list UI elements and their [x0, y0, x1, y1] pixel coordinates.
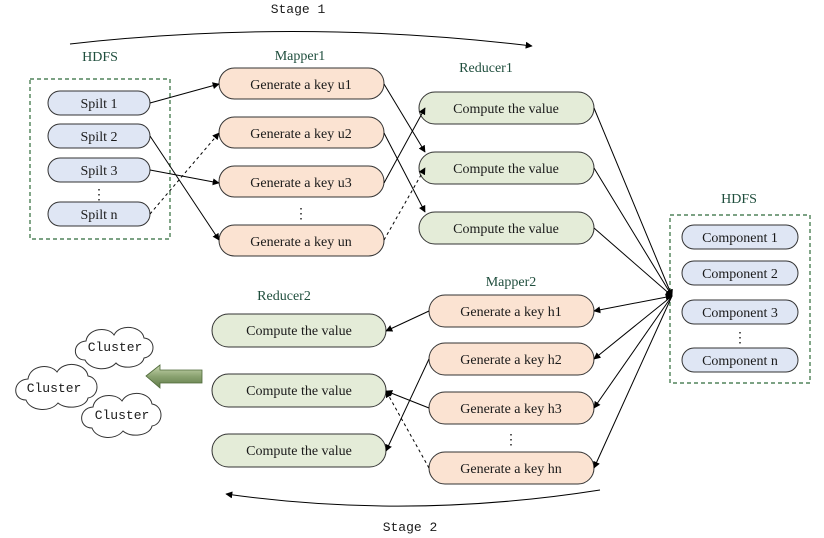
- mapper1-u3-label: Generate a key u3: [250, 176, 351, 191]
- split-1: Spilt 1: [47, 90, 151, 116]
- mapper2-hn-label: Generate a key hn: [460, 462, 561, 477]
- mapper1-u2-label: Generate a key u2: [250, 127, 351, 142]
- reducer2-item-2-label: Compute the value: [246, 384, 352, 399]
- reducer1-item-2-label: Compute the value: [453, 162, 559, 177]
- mapper2-item-h1: Generate a key h1: [428, 294, 595, 328]
- cluster-cloud-3: Cluster: [81, 393, 162, 438]
- stage2-arc: [225, 489, 601, 507]
- component-2-label: Component 2: [702, 267, 778, 282]
- mapper1-item-u1: Generate a key u1: [218, 67, 385, 100]
- mapper1-item-u3: Generate a key u3: [218, 165, 385, 198]
- mapper1-u1-label: Generate a key u1: [250, 78, 351, 93]
- reducer1-item-3: Compute the value: [418, 211, 595, 245]
- component-n-label: Component n: [702, 354, 778, 369]
- split-1-label: Spilt 1: [81, 97, 118, 112]
- cluster-3-label: Cluster: [95, 408, 150, 423]
- reducer2-item-3: Compute the value: [211, 433, 387, 468]
- mapper2-h2-label: Generate a key h2: [460, 353, 561, 368]
- mapper2-h1-label: Generate a key h1: [460, 305, 561, 320]
- split-ellipsis: ⋮: [92, 188, 106, 203]
- mapper2-item-h2: Generate a key h2: [428, 342, 595, 376]
- connectors-stage1: [149, 82, 673, 297]
- output-arrow: [145, 364, 203, 389]
- reducer2-title: Reducer2: [257, 289, 311, 304]
- mapper1-title: Mapper1: [275, 49, 326, 64]
- cluster-cloud-2: Cluster: [15, 364, 98, 410]
- reducer2-item-3-label: Compute the value: [246, 444, 352, 459]
- reducer1-item-2: Compute the value: [418, 151, 595, 185]
- component-3: Component 3: [681, 299, 799, 325]
- stage1-arc: [69, 31, 533, 49]
- connectors-stage2: [385, 293, 673, 469]
- mapper2-item-h3: Generate a key h3: [428, 391, 595, 425]
- component-3-label: Component 3: [702, 306, 778, 321]
- split-n: Spilt n: [47, 201, 151, 227]
- reducer2-item-1-label: Compute the value: [246, 324, 352, 339]
- split-2-label: Spilt 2: [81, 130, 118, 145]
- component-ellipsis: ⋮: [733, 331, 747, 346]
- component-1: Component 1: [681, 224, 799, 250]
- split-2: Spilt 2: [47, 123, 151, 149]
- split-n-label: Spilt n: [81, 208, 118, 223]
- mapper1-item-un: Generate a key un: [218, 224, 385, 257]
- reducer1-title: Reducer1: [459, 61, 513, 76]
- mapper2-h3-label: Generate a key h3: [460, 402, 561, 417]
- hdfs-right-title: HDFS: [721, 192, 757, 207]
- reducer1-item-1: Compute the value: [418, 91, 595, 125]
- split-3-label: Spilt 3: [81, 164, 118, 179]
- component-n: Component n: [681, 347, 799, 373]
- stage1-label: Stage 1: [271, 2, 326, 17]
- reducer1-item-3-label: Compute the value: [453, 222, 559, 237]
- reducer2-item-1: Compute the value: [211, 313, 387, 348]
- component-2: Component 2: [681, 260, 799, 286]
- mapper2-item-hn: Generate a key hn: [428, 451, 595, 485]
- mapper2-ellipsis: ⋮: [504, 433, 518, 448]
- mapper2-title: Mapper2: [486, 275, 537, 290]
- cluster-cloud-1: Cluster: [74, 327, 154, 370]
- hdfs-left-box: [29, 78, 171, 240]
- stage2-label: Stage 2: [383, 520, 438, 535]
- cluster-2-label: Cluster: [27, 381, 82, 396]
- hdfs-left-title: HDFS: [82, 50, 118, 65]
- cluster-1-label: Cluster: [88, 340, 143, 355]
- mapper1-un-label: Generate a key un: [250, 235, 351, 250]
- reducer1-item-1-label: Compute the value: [453, 102, 559, 117]
- component-1-label: Component 1: [702, 231, 778, 246]
- split-3: Spilt 3: [47, 157, 151, 183]
- mapper1-ellipsis: ⋮: [294, 207, 308, 222]
- reducer2-item-2: Compute the value: [211, 373, 387, 408]
- mapper1-item-u2: Generate a key u2: [218, 116, 385, 149]
